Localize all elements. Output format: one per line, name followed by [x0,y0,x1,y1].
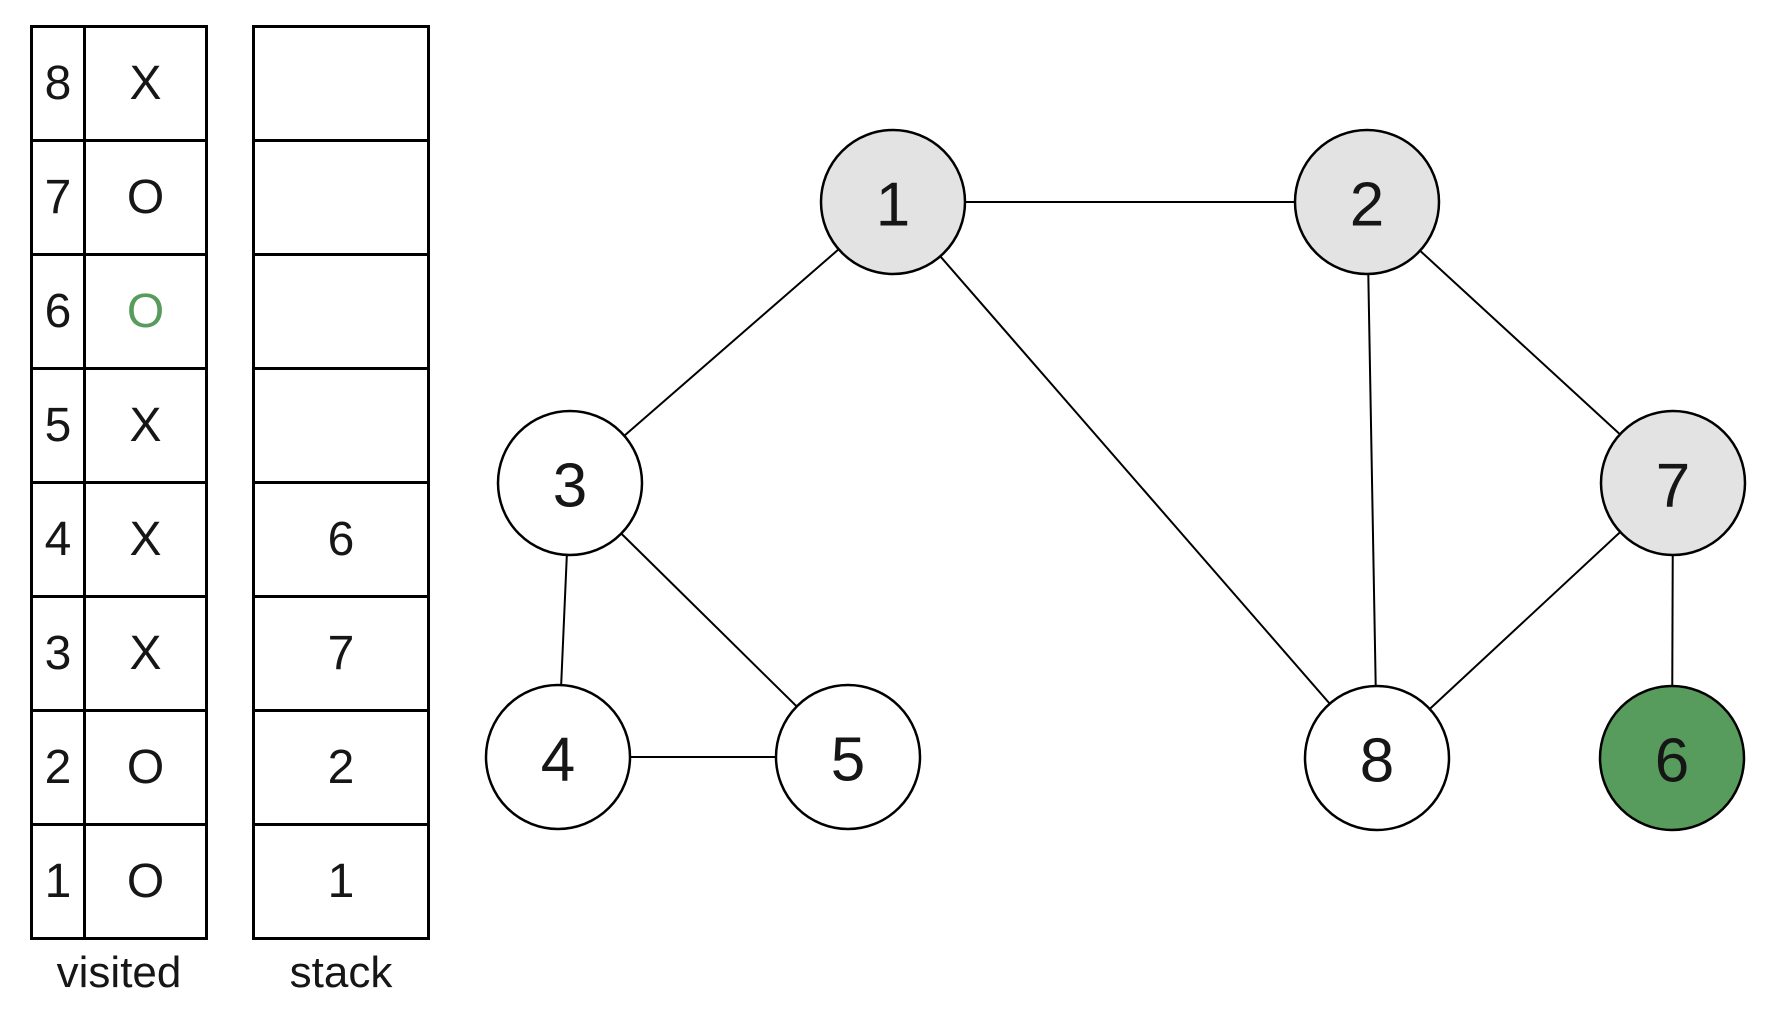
graph-node-7: 7 [1599,409,1747,557]
visited-node-label: 8 [33,28,86,139]
stack-cell: 2 [255,709,427,823]
graph-node-label: 6 [1655,727,1689,796]
visited-status: O [126,171,165,224]
visited-row: 8 X [33,28,205,139]
graph-node-circle [1303,684,1451,832]
graph-node-3: 3 [496,409,644,557]
graph-node-circle [819,128,967,276]
visited-status: X [129,57,162,110]
visited-row: 5 X [33,367,205,481]
graph-node-label: 3 [553,452,587,521]
visited-row: 2 O [33,709,205,823]
visited-status: O [126,741,165,794]
graph-edge-2-8 [1366,201,1378,759]
stack-cell [255,367,427,481]
stack-cell: 6 [255,481,427,595]
visited-status: X [129,399,162,452]
graph-node-5: 5 [774,683,922,831]
visited-node-label: 7 [33,142,86,253]
visited-row: 1 O [33,823,205,937]
stack-cell [255,253,427,367]
graph-node-label: 7 [1656,452,1690,521]
graph-node-circle [1598,684,1746,832]
stack-cell: 7 [255,595,427,709]
stack-cell [255,139,427,253]
visited-node-label: 2 [33,712,86,823]
graph-node-label: 1 [876,171,910,240]
visited-row: 7 O [33,139,205,253]
visited-row: 6 O [33,253,205,367]
graph-node-circle [774,683,922,831]
stack-table-caption: stack [289,948,393,997]
graph-node-4: 4 [484,683,632,831]
visited-table-caption: visited [56,948,182,997]
visited-node-label: 3 [33,598,86,709]
graph-node-circle [484,683,632,831]
visited-status: O [126,285,165,338]
graph-node-1: 1 [819,128,967,276]
graph-node-label: 5 [831,726,865,795]
graph-node-2: 2 [1293,128,1441,276]
visited-status: X [129,513,162,566]
visited-table: 8 X 7 O 6 O 5 X 4 X 3 X 2 O 1 O [30,25,208,940]
visited-node-label: 1 [33,826,86,937]
visited-node-label: 5 [33,370,86,481]
graph-node-circle [496,409,644,557]
visited-node-label: 4 [33,484,86,595]
visited-status: O [126,855,165,908]
graph-node-label: 2 [1350,171,1384,240]
graph-node-label: 8 [1360,727,1394,796]
stack-cell: 1 [255,823,427,937]
graph-node-8: 8 [1303,684,1451,832]
visited-row: 4 X [33,481,205,595]
visited-row: 3 X [33,595,205,709]
graph-node-6: 6 [1598,684,1746,832]
stack-table: 6 7 2 1 [252,25,430,940]
graph-node-label: 4 [541,726,575,795]
visited-node-label: 6 [33,256,86,367]
graph-node-circle [1599,409,1747,557]
graph-edge-1-8 [892,201,1378,759]
graph-node-circle [1293,128,1441,276]
visited-status: X [129,627,162,680]
